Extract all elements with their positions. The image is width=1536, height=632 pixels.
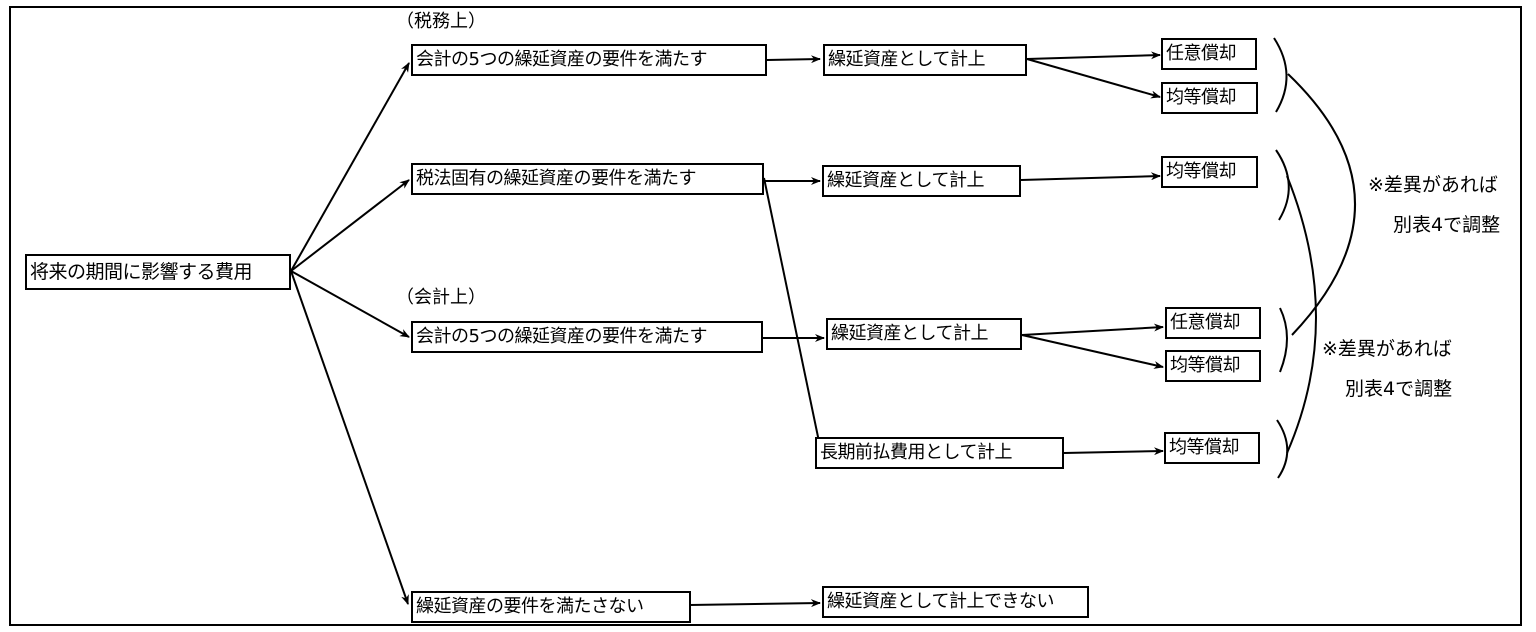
arrow-record-to-optional-1 — [1026, 51, 1161, 60]
arrow-acc-record-to-optional — [1021, 323, 1164, 336]
curve-note-2 — [1286, 175, 1317, 454]
node-long-term-prepaid: 長期前払費用として計上 — [815, 437, 1064, 469]
diagram-frame — [9, 6, 1522, 626]
arrow-record-2-to-equal-2 — [1020, 172, 1161, 181]
node-tax-equal-amort-2: 均等償却 — [1161, 156, 1258, 188]
arrow-root-to-not-met — [290, 270, 409, 605]
node-acc-optional-amort: 任意償却 — [1165, 307, 1261, 339]
arrow-prepaid-to-equal — [1063, 447, 1164, 456]
note-2-line-1: ※差異があれば — [1322, 338, 1452, 360]
node-req-not-met: 繰延資産の要件を満たさない — [411, 591, 691, 623]
node-tax-equal-amort-1: 均等償却 — [1161, 82, 1258, 114]
note-1-line-1: ※差異があれば — [1368, 174, 1498, 196]
arrow-root-to-tax-accounting-req — [290, 62, 410, 272]
node-acc-record-deferred: 繰延資産として計上 — [826, 318, 1022, 350]
node-tax-accounting-five-req: 会計の5つの繰延資産の要件を満たす — [411, 44, 767, 76]
arrow-record-to-equal-1 — [1026, 58, 1161, 99]
node-acc-accounting-five-req: 会計の5つの繰延資産の要件を満たす — [411, 321, 763, 353]
label-accounting-section: （会計上） — [396, 287, 486, 308]
arrow-root-to-tax-specific-req — [290, 179, 410, 272]
node-tax-record-deferred-2: 繰延資産として計上 — [822, 165, 1021, 197]
node-prepaid-equal-amort: 均等償却 — [1164, 432, 1260, 464]
arrow-acc-record-to-equal — [1021, 334, 1164, 369]
bracket-tax-specific — [1275, 149, 1290, 221]
root-node: 将来の期間に影響する費用 — [25, 254, 291, 290]
node-tax-optional-amort: 任意償却 — [1161, 38, 1257, 70]
note-1-line-2: 別表4で調整 — [1393, 214, 1501, 236]
bracket-acc-deferred — [1279, 307, 1288, 373]
bracket-prepaid — [1276, 419, 1289, 479]
arrow-not-met-to-cannot — [689, 599, 821, 608]
node-cannot-record: 繰延資産として計上できない — [822, 586, 1089, 618]
node-acc-equal-amort: 均等償却 — [1165, 350, 1261, 382]
arrow-root-to-accounting-req — [290, 270, 410, 338]
label-tax-section: （税務上） — [396, 11, 486, 32]
curve-note-1 — [1287, 73, 1356, 336]
arrow-tax-req-to-record — [766, 55, 821, 64]
arrow-tax-specific-to-prepaid — [763, 177, 825, 457]
node-tax-record-deferred-1: 繰延資産として計上 — [823, 44, 1027, 76]
bracket-tax-accounting — [1273, 37, 1288, 113]
note-2-line-2: 別表4で調整 — [1345, 378, 1453, 400]
node-tax-specific-req: 税法固有の繰延資産の要件を満たす — [411, 163, 764, 195]
